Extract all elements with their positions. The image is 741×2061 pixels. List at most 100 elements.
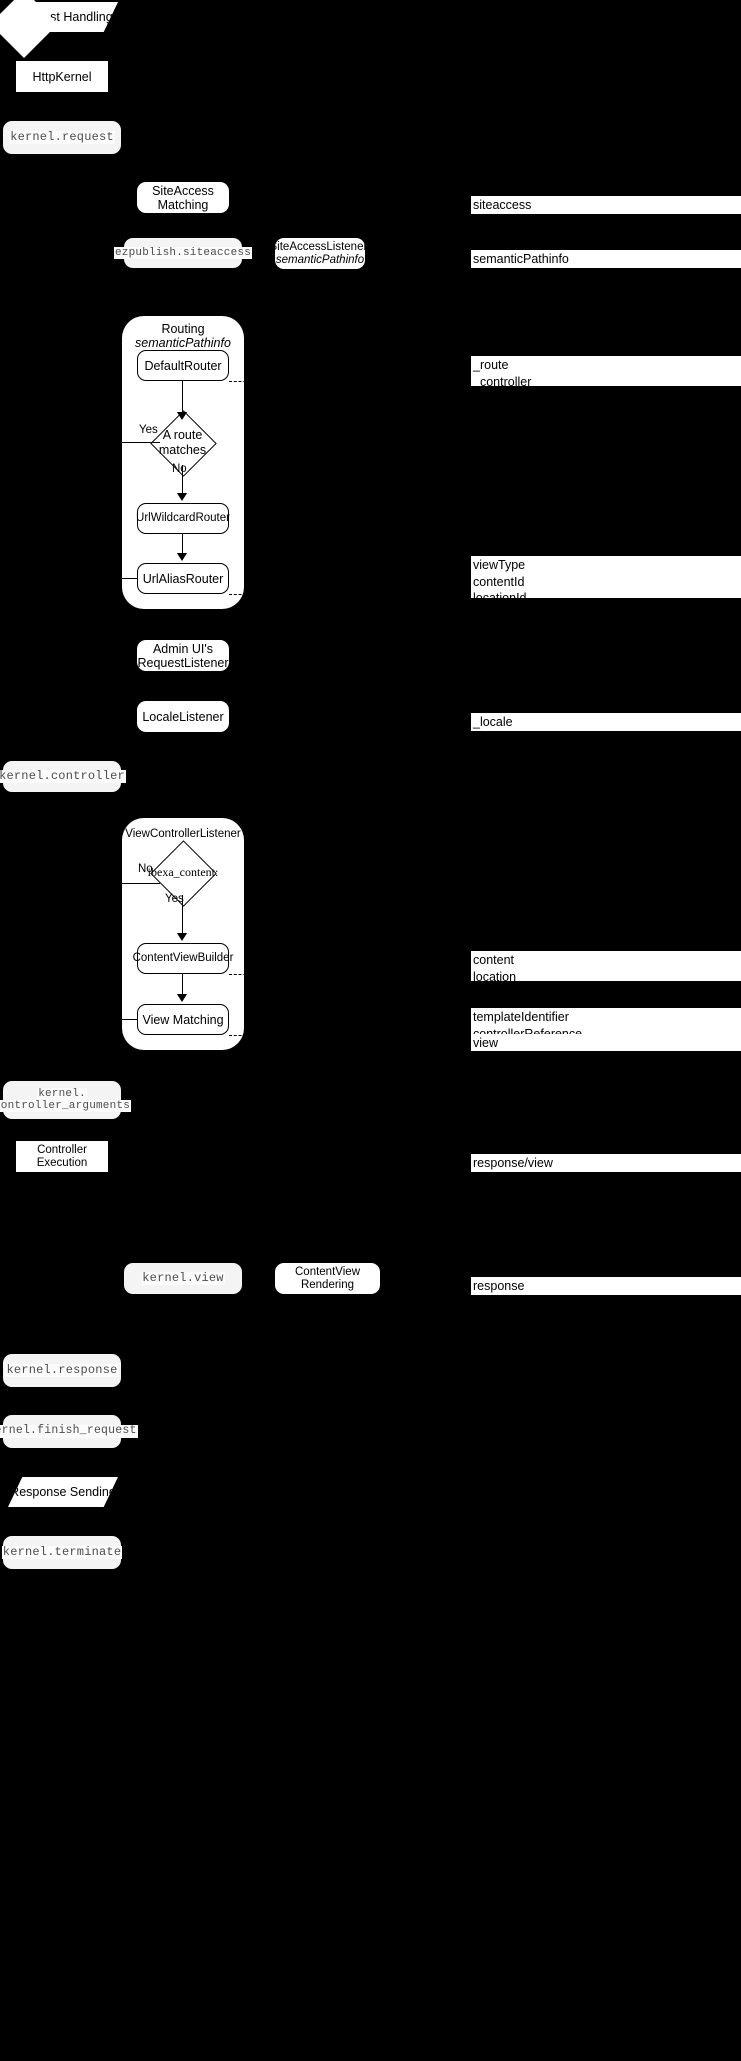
event-kernel-view-label: kernel.view: [141, 1270, 225, 1286]
group-routing-title-prefix: Routing: [161, 322, 205, 336]
node-content-view-builder: ContentViewBuilder: [133, 943, 233, 974]
node-admin-ui-request-listener-line-1: Admin UI's: [152, 641, 214, 656]
attr-route-controller-line-0: _route: [473, 358, 509, 372]
arrowhead-urlwildcard: [177, 493, 187, 501]
node-controller-execution: Controller Execution: [16, 1141, 108, 1172]
event-kernel-response: kernel.response: [3, 1354, 121, 1387]
event-kernel-controller: kernel.controller: [0, 761, 126, 792]
event-kernel-request-label: kernel.request: [9, 129, 115, 145]
decision-ibexa-content-label: ibexa_content:: [147, 864, 219, 879]
connector-ibexa-content-to-builder: [182, 895, 183, 935]
decision-controller-returns-response: Controller returns a Response: [24, 1200, 102, 1272]
decision-controller-returns-response-line-3: Response: [37, 1242, 89, 1255]
node-content-view-rendering: ContentView Rendering: [275, 1263, 380, 1294]
attr-route-controller-line-1: _controller: [473, 374, 532, 389]
node-siteaccess-listener-label-1: SiteAccessListener:: [269, 240, 371, 253]
event-kernel-finish-request-label: kernel.finish_request: [0, 1424, 138, 1438]
attr-template-controller: templateIdentifier controllerReference: [471, 1008, 741, 1041]
node-url-wildcard-router: UrlWildcardRouter: [136, 503, 230, 534]
attr-route-controller: _route _controller: [471, 356, 741, 389]
node-locale-listener-label: LocaleListener: [142, 709, 224, 724]
group-view-controller-listener-label: ViewControllerListener: [125, 828, 241, 840]
attr-view-content-location-line-1: contentId: [473, 574, 525, 589]
dashed-connector-view-matching: [229, 1035, 251, 1036]
attr-view-content-location: viewType contentId locationId: [471, 556, 741, 605]
connector-builder-to-view-matching: [182, 974, 183, 996]
dashed-connector-url-alias-router: [229, 594, 251, 595]
node-siteaccess-matching-label: SiteAccess Matching: [152, 183, 214, 212]
node-admin-ui-request-listener-line-2: RequestListener: [137, 655, 229, 670]
attr-semantic-pathinfo: semanticPathinfo: [471, 250, 741, 268]
edge-label-yes-ibexa-content: Yes: [165, 893, 184, 905]
connector-route-yes: [122, 442, 160, 443]
event-kernel-request: kernel.request: [3, 121, 121, 154]
node-http-kernel: HttpKernel: [16, 61, 108, 92]
attr-view-content-location-line-2: locationId: [473, 591, 527, 606]
attr-view: view: [471, 1034, 741, 1051]
phase-response-sending: Response Sending: [8, 1477, 118, 1507]
attr-locale-line-0: _locale: [473, 715, 513, 729]
group-routing-title-emph: semanticPathinfo: [135, 336, 231, 351]
node-locale-listener: LocaleListener: [137, 701, 229, 732]
node-view-matching: View Matching: [137, 1004, 229, 1035]
attr-content-location-line-1: location: [473, 969, 517, 984]
attr-response: response: [471, 1277, 741, 1295]
edge-label-no-ibexa-content: No: [138, 863, 153, 875]
attr-siteaccess: siteaccess: [471, 196, 741, 214]
event-kernel-view: kernel.view: [124, 1263, 242, 1294]
node-view-matching-label: View Matching: [142, 1012, 224, 1027]
event-kernel-controller-arguments-line-1: kernel.: [37, 1087, 87, 1100]
node-siteaccess-listener: SiteAccessListener: semanticPathinfo: [270, 238, 371, 269]
group-view-controller-listener-title: ViewControllerListener: [122, 826, 244, 841]
dashed-connector-default-router: [229, 381, 251, 382]
attr-siteaccess-line-0: siteaccess: [473, 198, 532, 212]
arrowhead-urlalias: [177, 553, 187, 561]
connector-urlwildcard-to-urlalias: [182, 534, 183, 555]
arrowhead-content-view-builder: [177, 933, 187, 941]
attr-response-view-line-0: response/view: [473, 1156, 553, 1170]
attr-response-line-0: response: [473, 1279, 525, 1293]
phase-response-sending-label: Response Sending: [10, 1485, 116, 1499]
node-url-wildcard-router-label: UrlWildcardRouter: [136, 512, 230, 525]
node-content-view-rendering-label: ContentView Rendering: [295, 1265, 360, 1291]
node-http-kernel-label: HttpKernel: [32, 69, 92, 84]
node-url-alias-router-label: UrlAliasRouter: [142, 571, 224, 586]
attr-view-content-location-line-0: viewType: [473, 558, 526, 572]
node-siteaccess-matching: SiteAccess Matching: [137, 182, 229, 213]
node-url-alias-router: UrlAliasRouter: [137, 563, 229, 594]
connector-ibexa-content-no: [122, 883, 160, 884]
edge-label-yes-route: Yes: [139, 424, 158, 436]
event-kernel-controller-arguments: kernel. controller_arguments: [0, 1081, 132, 1119]
decision-a-route-matches-line-2: matches: [158, 442, 207, 457]
node-default-router-label: DefaultRouter: [144, 358, 222, 373]
decision-ibexa-content: ibexa_content:: [143, 850, 223, 895]
event-kernel-finish-request: kernel.finish_request: [0, 1415, 138, 1448]
decision-a-route-matches: A route matches: [150, 420, 215, 465]
event-ezpublish-siteaccess-label: ezpublish.siteaccess: [113, 246, 253, 260]
dashed-connector-content-view-builder: [229, 974, 251, 975]
event-kernel-terminate-label: kernel.terminate: [1, 1544, 123, 1560]
node-default-router: DefaultRouter: [137, 350, 229, 381]
arrowhead-decision-route: [177, 412, 187, 420]
attr-content-location: content location: [471, 951, 741, 984]
attr-locale: _locale: [471, 713, 741, 731]
connector-view-matching-left: [122, 1019, 138, 1020]
event-kernel-terminate: kernel.terminate: [1, 1536, 123, 1569]
decision-a-route-matches-line-1: A route: [162, 428, 203, 443]
attr-semantic-pathinfo-line-0: semanticPathinfo: [473, 252, 569, 266]
attr-view-line-0: view: [473, 1036, 499, 1050]
attr-template-controller-line-0: templateIdentifier: [473, 1010, 569, 1024]
event-kernel-controller-label: kernel.controller: [0, 768, 126, 784]
connector-urlalias-left: [122, 578, 138, 579]
decision-controller-returns-response-line-1: Controller: [38, 1216, 88, 1229]
node-siteaccess-listener-label-2: semanticPathinfo: [275, 253, 365, 266]
decision-controller-returns-response-line-2: returns a: [40, 1229, 86, 1242]
edge-label-no-route: No: [172, 463, 187, 475]
arrowhead-view-matching: [177, 994, 187, 1002]
connector-default-router-to-decision: [182, 381, 183, 414]
event-kernel-controller-arguments-line-2: controller_arguments: [0, 1100, 132, 1113]
node-controller-execution-label: Controller Execution: [36, 1143, 88, 1169]
node-admin-ui-request-listener: Admin UI's RequestListener: [137, 640, 229, 671]
attr-response-view: response/view: [471, 1154, 741, 1172]
